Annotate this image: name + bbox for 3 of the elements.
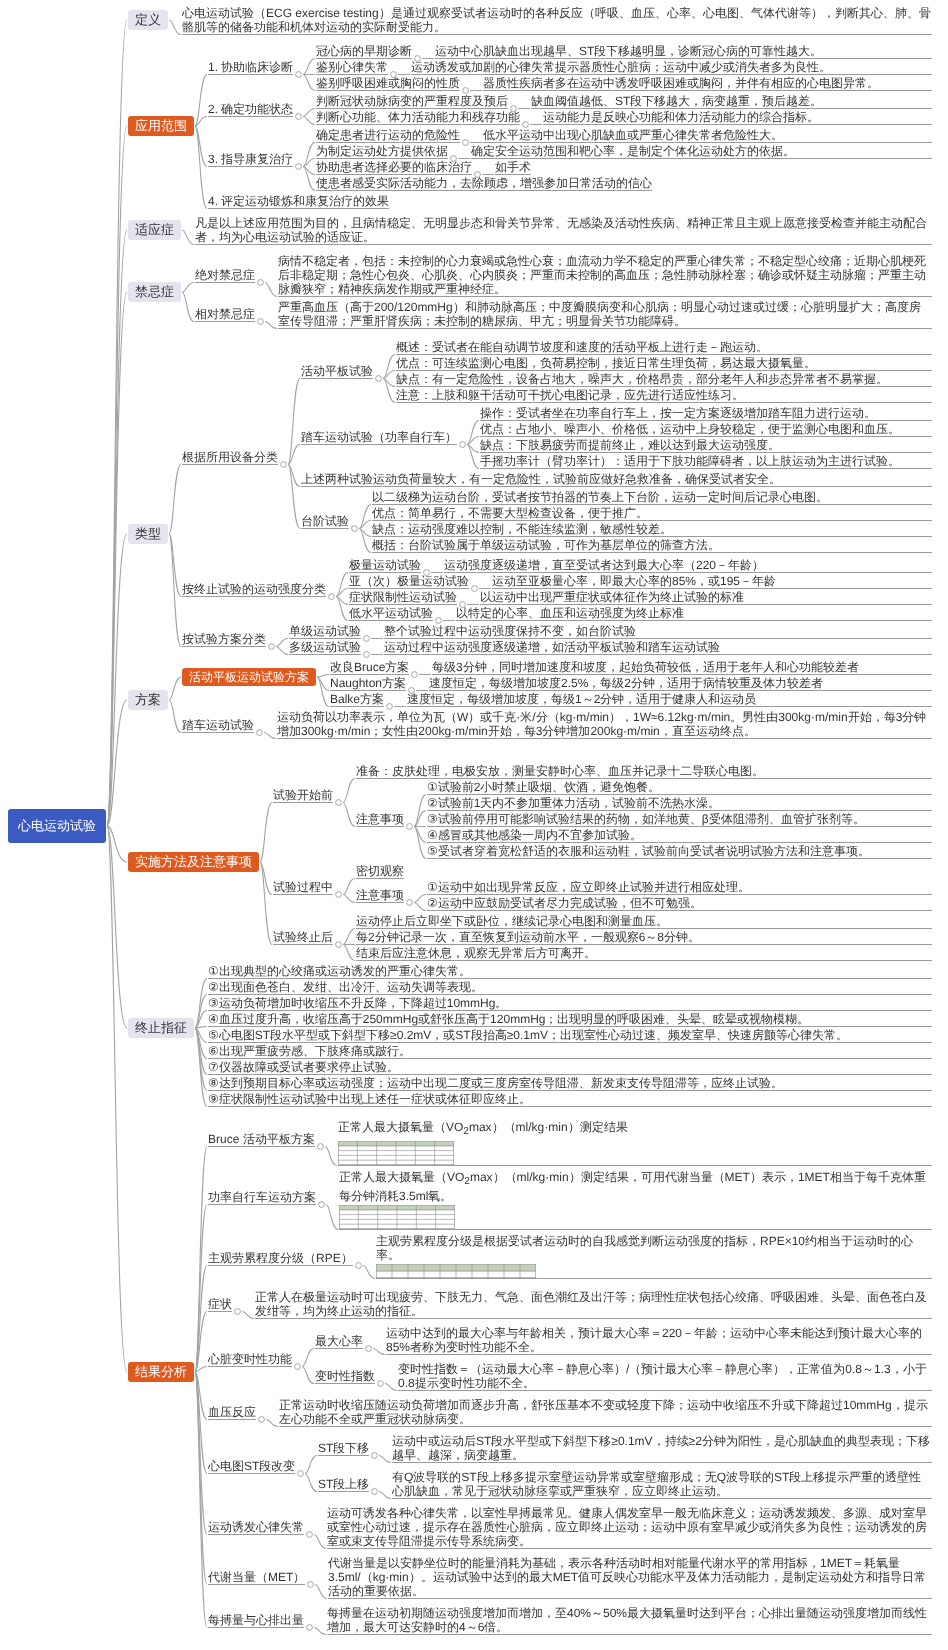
picture-topic — [339, 1170, 932, 1231]
picture-topic — [376, 1234, 932, 1279]
picture-topic — [338, 1120, 932, 1167]
